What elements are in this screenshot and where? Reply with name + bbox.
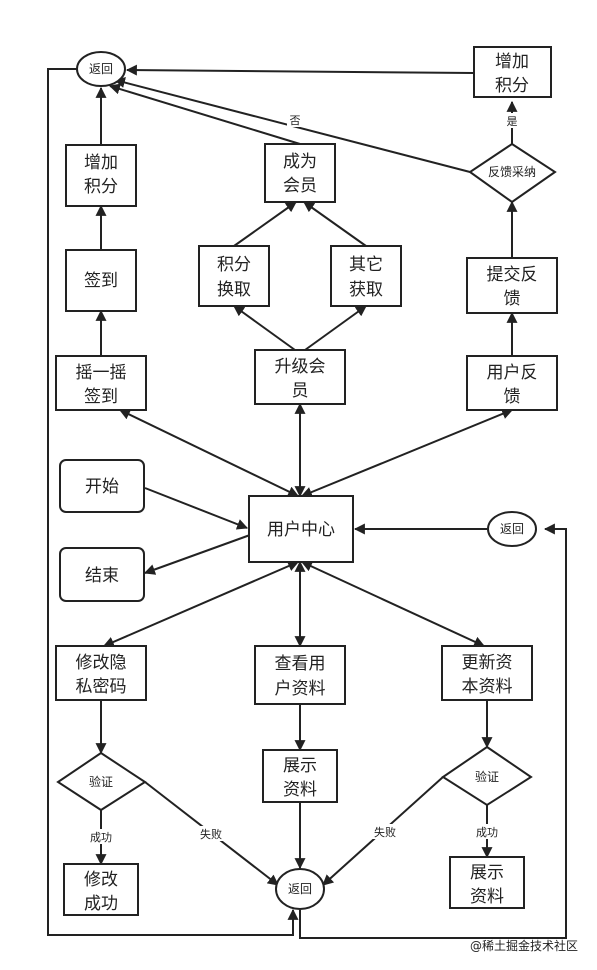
edge-label-fail-right: 失败 [374, 825, 396, 839]
node-upgrade-label-2: 员 [292, 381, 309, 401]
node-member-label-2: 会员 [283, 176, 317, 196]
edge-center-shake [119, 409, 299, 497]
node-feedback-label-1: 用户反 [487, 363, 538, 383]
node-edit-box [55, 645, 147, 701]
edge-center-edit [102, 560, 300, 648]
node-view-box [254, 645, 346, 705]
node-verify-left-label: 验证 [89, 774, 113, 789]
node-center-box [248, 495, 354, 563]
node-submit-label-1: 提交反 [487, 265, 538, 285]
edge-return-bottom-loop [299, 523, 567, 939]
node-update-label-2: 本资料 [462, 677, 513, 697]
node-shake-label-2: 签到 [84, 387, 118, 407]
node-return-right-label: 返回 [500, 522, 524, 536]
node-addpoints-left-label-1: 增加 [84, 153, 118, 173]
node-edit-label-1: 修改隐 [76, 653, 127, 673]
node-addpoints-left-box [65, 144, 137, 207]
node-show-mid-box [262, 749, 338, 803]
node-show-mid-label-1: 展示 [283, 756, 317, 776]
node-upgrade-label-1: 升级会 [275, 357, 326, 377]
node-update-box [441, 645, 533, 701]
node-show-right-label-2: 资料 [470, 887, 504, 907]
edge-center-update [301, 561, 485, 647]
node-adopted-diamond [468, 142, 557, 204]
node-edit-success-label-1: 修改 [84, 870, 118, 890]
node-upgrade-box [254, 349, 346, 405]
node-end-label: 结束 [85, 566, 119, 586]
node-feedback-label-2: 馈 [504, 387, 521, 407]
node-submit-box [466, 257, 558, 314]
node-show-right-box [449, 856, 525, 909]
node-show-mid-label-2: 资料 [283, 780, 317, 800]
node-edit-success-label-2: 成功 [84, 894, 118, 914]
edge-center-end [143, 534, 251, 575]
node-feedback-box [466, 355, 558, 411]
node-other-box [330, 245, 402, 307]
node-addpoints-right-box [473, 46, 552, 98]
node-return-bottom-ellipse [275, 868, 325, 910]
node-return-top-label: 返回 [89, 62, 113, 76]
edge-exchange-member [233, 201, 297, 247]
node-adopted-label: 反馈采纳 [488, 165, 536, 179]
node-edit-success-box [63, 863, 139, 916]
edge-label-yes: 是 [507, 115, 518, 128]
edge-label-success-left: 成功 [90, 831, 112, 844]
node-show-right-label-1: 展示 [470, 863, 504, 883]
node-submit-label-2: 馈 [504, 289, 521, 309]
edge-member-return [108, 83, 301, 145]
node-other-label-2: 获取 [349, 280, 383, 300]
node-addpoints-right-label-1: 增加 [495, 52, 529, 72]
edge-center-feedback [300, 408, 514, 498]
node-verify-right-label: 验证 [475, 769, 499, 784]
node-sign-box [65, 249, 137, 312]
node-end-box [59, 547, 145, 602]
node-sign-label: 签到 [84, 271, 118, 291]
node-member-label-1: 成为 [283, 152, 317, 172]
edge-label-fail-left: 失败 [200, 827, 222, 841]
edge-label-no: 否 [290, 114, 301, 127]
edge-upgrade-exchange [233, 305, 296, 351]
node-return-right-ellipse [487, 511, 537, 547]
edge-return-top-loop [47, 68, 299, 936]
node-verify-right-diamond [441, 745, 533, 807]
node-shake-box [55, 355, 147, 411]
edge-start-center [144, 487, 249, 530]
node-update-label-1: 更新资 [462, 653, 513, 673]
node-start-label: 开始 [85, 477, 119, 497]
node-verify-left-diamond [56, 751, 147, 812]
node-exchange-label-2: 换取 [217, 280, 251, 300]
node-addpoints-left-label-2: 积分 [84, 177, 118, 197]
node-addpoints-right-label-2: 积分 [495, 76, 529, 96]
node-return-bottom-label: 返回 [288, 882, 312, 896]
node-view-label-1: 查看用 [275, 654, 326, 674]
edge-addpoints-return [125, 64, 475, 76]
watermark: @稀土掘金技术社区 [470, 938, 578, 953]
edge-label-success-right: 成功 [476, 826, 498, 839]
node-shake-label-1: 摇一摇 [76, 363, 127, 383]
node-other-label-1: 其它 [349, 255, 383, 275]
edge-upgrade-other [304, 305, 367, 351]
node-return-top-ellipse [76, 51, 126, 87]
node-view-label-2: 户资料 [275, 679, 326, 699]
node-exchange-label-1: 积分 [217, 255, 251, 275]
node-center-label: 用户中心 [267, 520, 335, 540]
node-exchange-box [198, 245, 270, 307]
edge-other-member [303, 201, 367, 247]
node-start-box [59, 459, 145, 513]
node-edit-label-2: 私密码 [76, 677, 127, 697]
node-member-box [264, 143, 336, 203]
